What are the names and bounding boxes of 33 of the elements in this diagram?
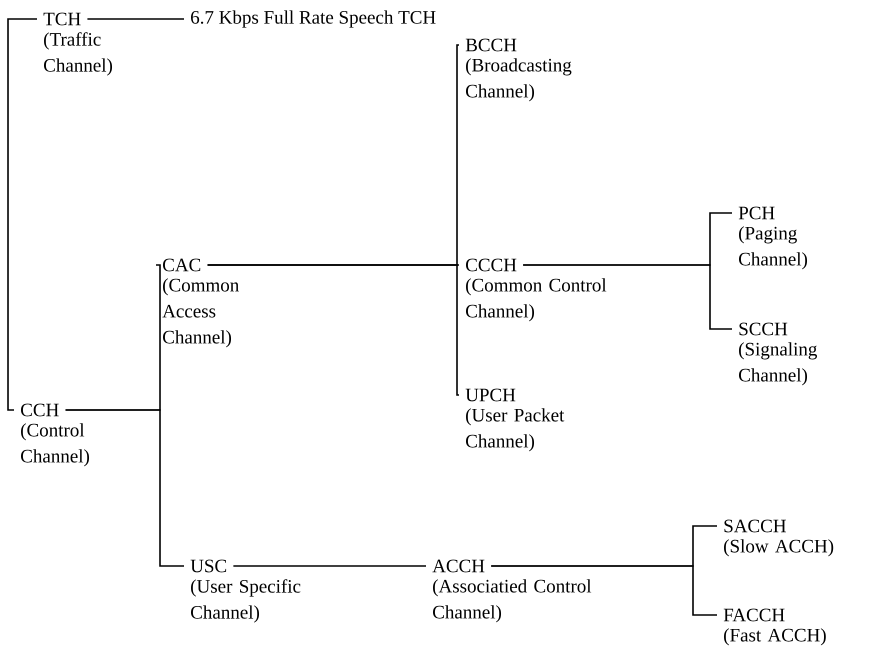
channel-label: CAC (163, 258, 200, 272)
channel-description: (Traffic Channel) (44, 32, 112, 76)
channel-description: (Associatied Control Channel) (433, 579, 592, 622)
channel-description: (Slow ACCH) (724, 539, 834, 556)
channel-label: 6.7 Kbps Full Rate Speech TCH (191, 10, 436, 28)
channel-description: (Paging Channel) (738, 226, 808, 270)
channel-label: CCH (21, 404, 59, 416)
channel-description: (Common Control Channel) (466, 278, 606, 322)
channel-label: USC (190, 560, 226, 572)
channel-label: ACCH (432, 560, 484, 572)
connector-line (207, 264, 460, 396)
channel-label: TCH (44, 12, 81, 26)
channel-label: PCH (738, 206, 775, 220)
connector-line (7, 18, 37, 200)
connector-line (491, 565, 717, 616)
channel-description: (Signaling Channel) (738, 342, 817, 386)
channel-description: (User Specific Channel) (191, 579, 300, 623)
connector-line (87, 18, 184, 20)
channel-description: (Control Channel) (21, 423, 90, 466)
channel-label: CCCH (466, 258, 516, 272)
connector-line (523, 264, 732, 330)
channel-description: (Broadcasting Channel) (466, 58, 572, 102)
connector-line (233, 565, 426, 567)
channel-description: (Common Access Channel) (162, 278, 239, 348)
channel-label: SCCH (739, 322, 788, 336)
connector-line (65, 409, 184, 567)
connector-line (7, 200, 14, 411)
channel-label: BCCH (466, 38, 516, 52)
channel-label: SACCH (724, 520, 786, 532)
channel-label: FACCH (724, 608, 785, 622)
channel-label: UPCH (466, 388, 516, 402)
channel-description: (Fast ACCH) (724, 628, 826, 646)
channel-description: (User Packet Channel) (466, 408, 564, 452)
